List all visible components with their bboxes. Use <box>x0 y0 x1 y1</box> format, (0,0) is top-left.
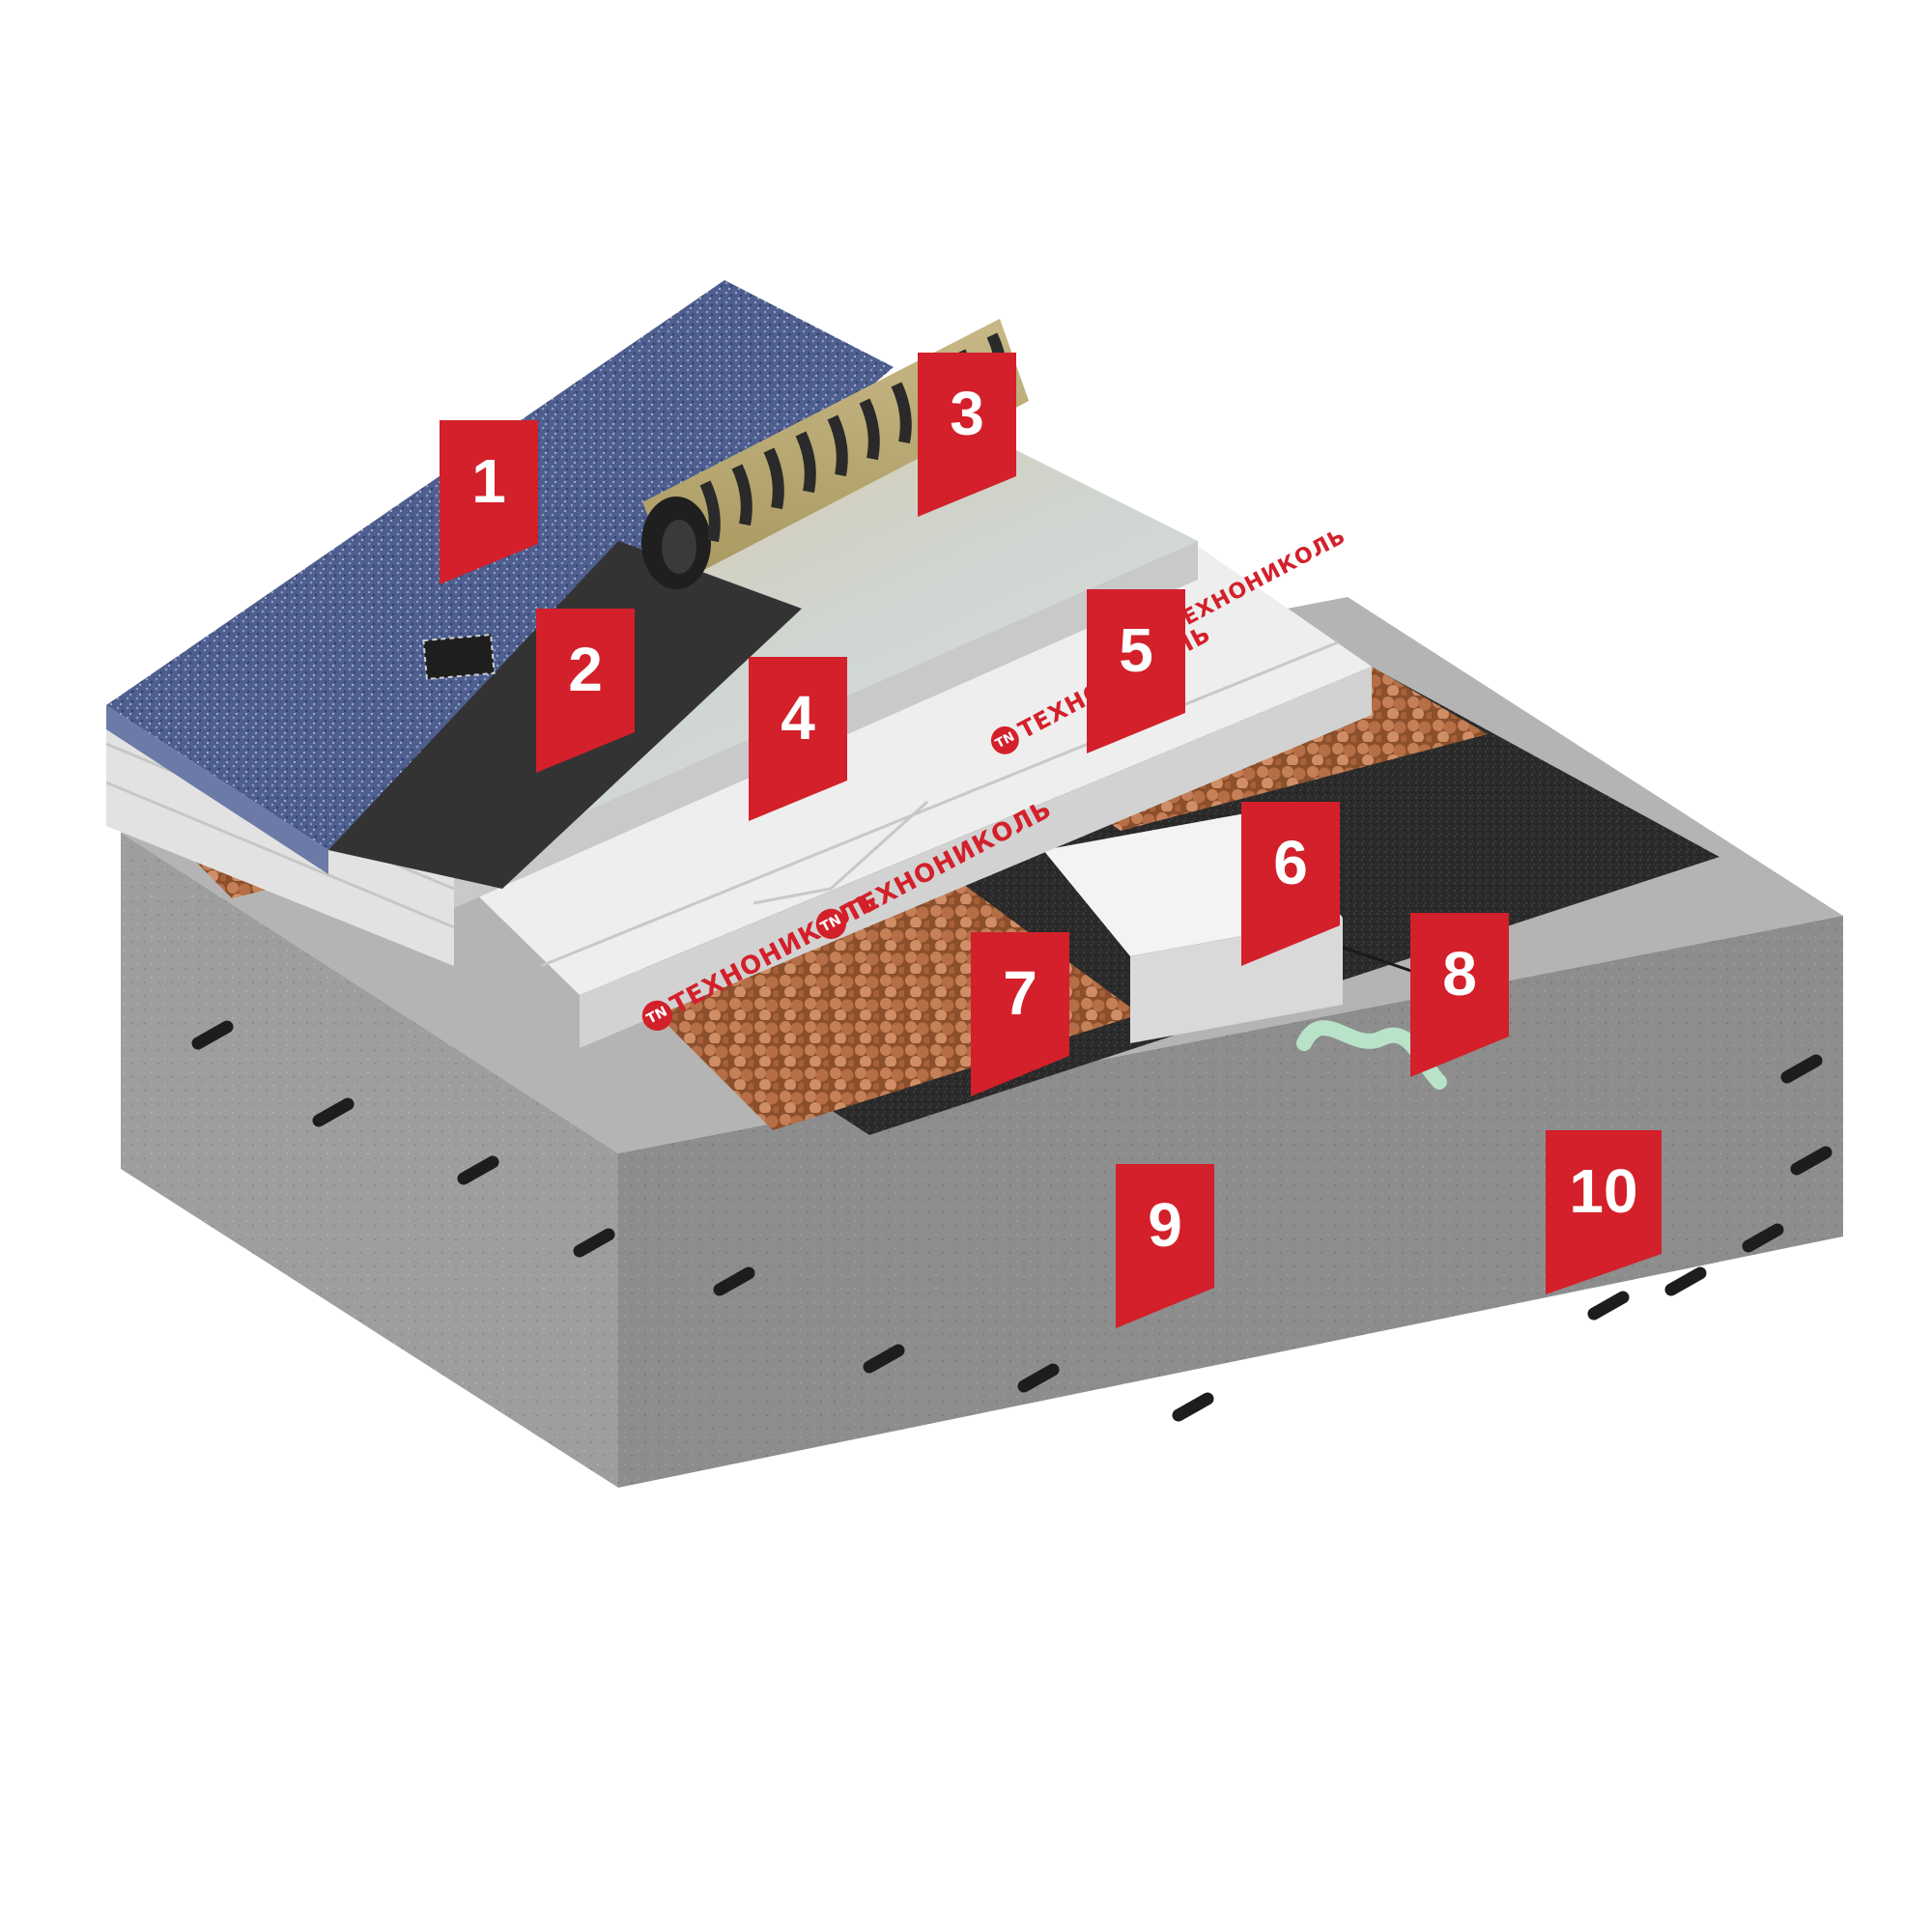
callout-marker <box>1087 589 1185 753</box>
callout-marker <box>1546 1130 1662 1294</box>
callout-tag-6: 6 <box>1241 802 1340 966</box>
callout-tag-1: 1 <box>440 420 538 584</box>
callout-marker <box>918 353 1016 517</box>
roll-stripe <box>859 398 880 461</box>
callout-number: 3 <box>950 379 984 448</box>
callout-number: 7 <box>1003 958 1037 1028</box>
callout-marker <box>749 657 847 821</box>
callout-marker <box>1410 913 1509 1077</box>
rebar-end <box>1664 1266 1707 1296</box>
callout-tag-5: 5 <box>1087 589 1185 753</box>
brand-logo-icon <box>815 908 846 939</box>
callout-marker <box>536 609 635 773</box>
roll-stripe <box>795 431 816 494</box>
callout-tag-4: 4 <box>749 657 847 821</box>
roll-stripe <box>827 414 848 477</box>
xps-edge <box>580 667 1372 1048</box>
rebar-end <box>1172 1392 1214 1422</box>
callout-tag-3: 3 <box>918 353 1016 517</box>
self-adhesive-strip <box>422 633 496 681</box>
rebar-end <box>573 1228 615 1258</box>
callout-tag-2: 2 <box>536 609 635 773</box>
callout-number: 1 <box>471 446 506 516</box>
callout-number: 4 <box>781 683 815 753</box>
rebar-end <box>1017 1363 1060 1393</box>
callout-tag-9: 9 <box>1116 1164 1214 1328</box>
rebar-end <box>1790 1146 1833 1176</box>
brand-logo-icon <box>990 725 1019 754</box>
callout-marker <box>971 932 1069 1096</box>
rebar-end <box>713 1266 755 1296</box>
roll-stripe <box>699 480 721 543</box>
callout-number: 8 <box>1442 939 1477 1009</box>
callout-tag-10: 10 <box>1546 1130 1662 1294</box>
slab-right-face <box>618 916 1843 1488</box>
slab-front-face <box>121 833 618 1488</box>
rebar-end <box>1780 1054 1823 1084</box>
callout-tag-7: 7 <box>971 932 1069 1096</box>
rebar-end <box>457 1155 499 1185</box>
callout-tags: 1 2 3 4 5 6 7 8 9 10 <box>440 353 1662 1328</box>
shingles <box>106 280 894 850</box>
shingles-front-band <box>106 705 328 874</box>
callout-number: 2 <box>568 635 603 704</box>
rebar-end <box>863 1344 905 1374</box>
callout-tag-8: 8 <box>1410 913 1509 1077</box>
rebar-end <box>1587 1291 1630 1321</box>
rebar-end <box>1742 1223 1784 1253</box>
callout-number: 6 <box>1273 828 1308 897</box>
rebar-ends <box>191 1020 1833 1422</box>
roll-stripe <box>731 464 753 526</box>
brand-logo-icon <box>641 1000 672 1031</box>
callout-marker <box>1241 802 1340 966</box>
rebar-end <box>191 1020 234 1050</box>
roll-stripe <box>891 382 912 444</box>
slab-front-shade <box>121 833 618 1488</box>
callout-number: 5 <box>1119 615 1153 685</box>
rebar-end <box>312 1097 355 1127</box>
callout-number: 10 <box>1569 1156 1637 1226</box>
callout-marker <box>1116 1164 1214 1328</box>
callout-marker <box>440 420 538 584</box>
shingle-area <box>105 280 894 966</box>
callout-number: 9 <box>1148 1190 1182 1260</box>
roll-stripe <box>763 447 784 510</box>
slab-right-shade <box>618 916 1843 1488</box>
